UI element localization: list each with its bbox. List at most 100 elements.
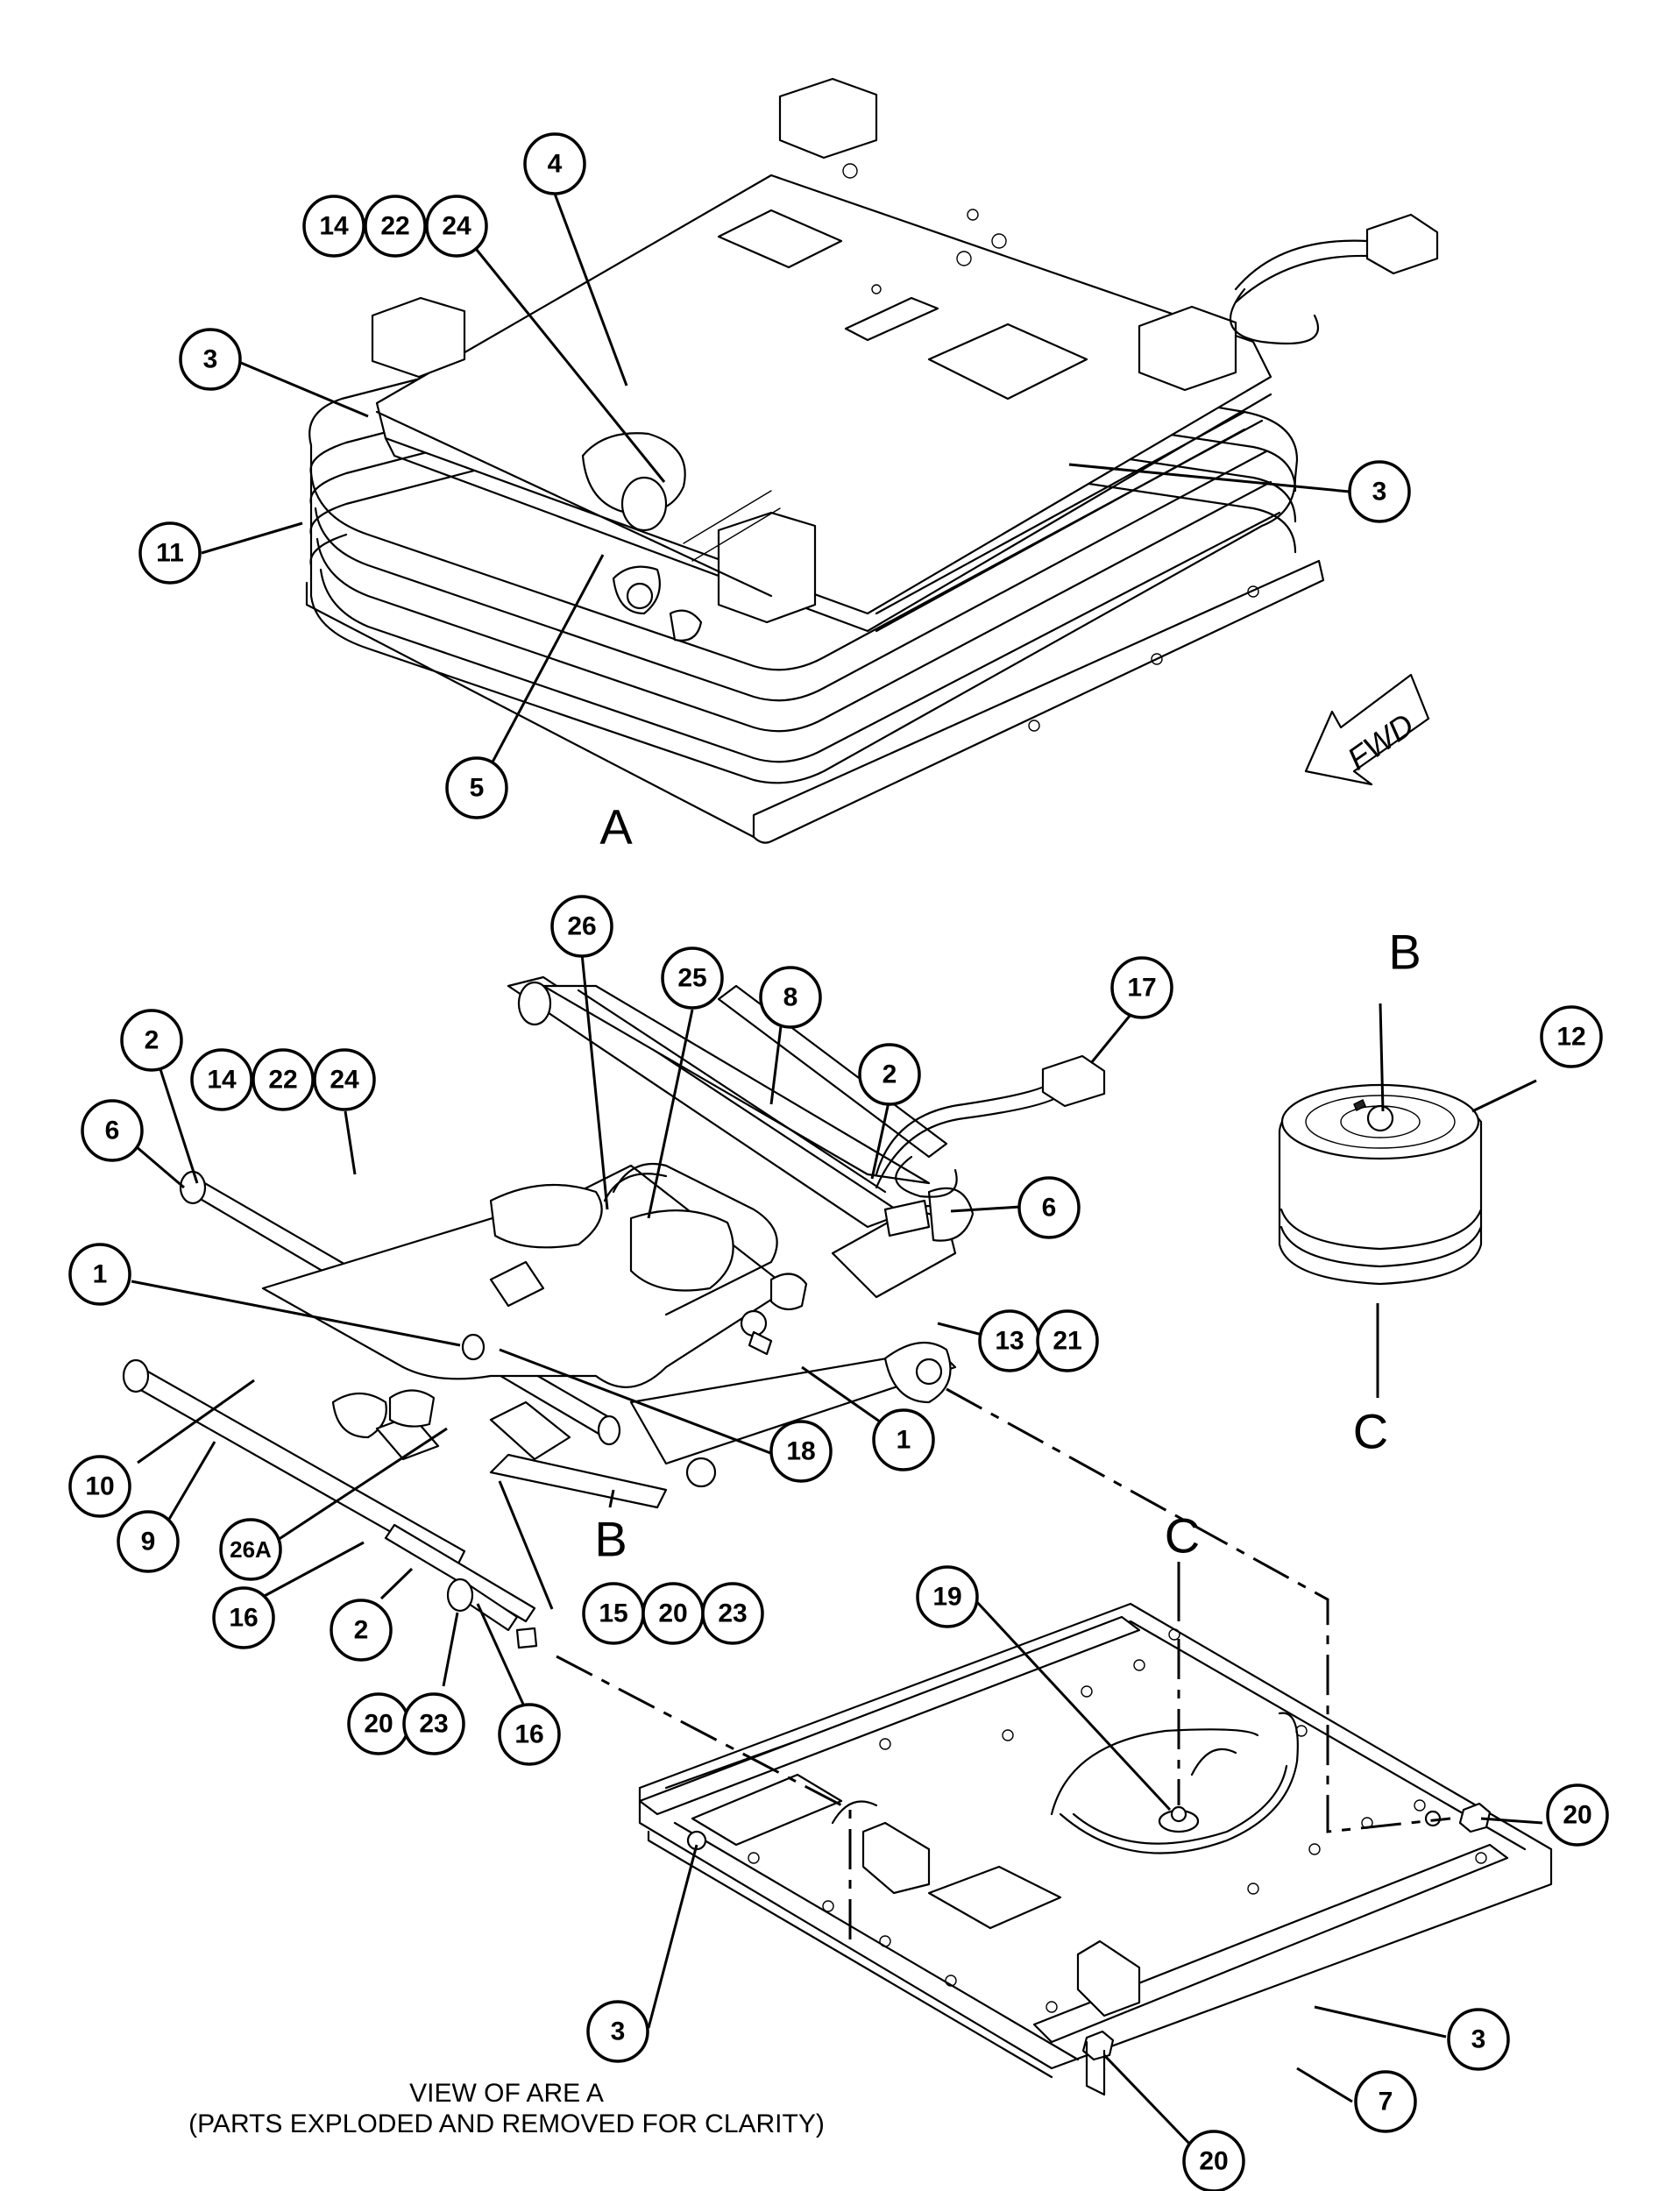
callout-number: 16 — [229, 1604, 258, 1633]
callout-c24a: 24 — [425, 195, 488, 258]
callout-number: 10 — [85, 1472, 114, 1501]
callout-circle — [81, 1099, 144, 1162]
callout-number: 14 — [319, 212, 349, 241]
callout-number: 19 — [932, 1583, 961, 1612]
callout-number: 3 — [203, 345, 218, 374]
callout-circle — [586, 2000, 649, 2063]
callout-number: 16 — [514, 1720, 543, 1749]
callout-number: 7 — [1379, 2088, 1393, 2117]
callout-c17: 17 — [1110, 956, 1173, 1019]
callout-c18: 18 — [769, 1420, 833, 1483]
callout-c7: 7 — [1354, 2070, 1417, 2133]
callout-c15: 15 — [582, 1582, 645, 1645]
callout-circle — [1348, 460, 1411, 523]
view-letter-c-top: C — [1165, 1508, 1200, 1563]
callout-number: 18 — [786, 1437, 815, 1466]
callout-number: 4 — [548, 150, 563, 179]
callout-c23a: 23 — [701, 1582, 764, 1645]
seat-suspension-assembly — [305, 77, 1439, 844]
callout-number: 24 — [442, 212, 471, 241]
callout-circle — [916, 1565, 979, 1628]
callout-c2c: 2 — [330, 1599, 393, 1662]
callout-circle — [1447, 2008, 1510, 2071]
callout-c4: 4 — [523, 132, 586, 195]
callout-c12: 12 — [1540, 1005, 1603, 1068]
callout-number: 3 — [1471, 2025, 1486, 2054]
callout-c20d: 20 — [1182, 2130, 1245, 2191]
callout-c1b: 1 — [872, 1408, 935, 1471]
callout-c11: 11 — [138, 521, 202, 585]
callout-circle — [252, 1048, 315, 1111]
callout-circle — [701, 1582, 764, 1645]
callout-number: 26A — [230, 1536, 272, 1563]
callout-c24b: 24 — [313, 1048, 376, 1111]
callout-c14a: 14 — [302, 195, 365, 258]
callout-c20b: 20 — [347, 1692, 410, 1755]
callout-c16b: 16 — [498, 1703, 561, 1766]
callout-number: 2 — [354, 1616, 369, 1645]
callout-number: 24 — [330, 1066, 359, 1095]
callout-number: 13 — [995, 1327, 1024, 1356]
callout-c3d: 3 — [1447, 2008, 1510, 2071]
view-letter-b-mid: B — [594, 1512, 627, 1567]
callout-circle — [138, 521, 202, 585]
callout-number: 20 — [364, 1710, 393, 1739]
callout-c3a: 3 — [179, 328, 242, 391]
base-plate — [638, 1602, 1553, 2096]
callout-circle — [661, 947, 724, 1010]
callout-circle — [498, 1703, 561, 1766]
callout-circle — [1017, 1176, 1081, 1239]
callout-circle — [313, 1048, 376, 1111]
callout-number: 15 — [599, 1599, 627, 1628]
callout-number: 20 — [658, 1599, 687, 1628]
callout-c1a: 1 — [68, 1243, 131, 1306]
view-letter-c-bottom: C — [1353, 1404, 1388, 1459]
callout-circle — [302, 195, 365, 258]
callout-number: 3 — [611, 2017, 626, 2046]
callout-number: 6 — [105, 1117, 120, 1145]
callout-number: 23 — [419, 1710, 448, 1739]
callout-c8: 8 — [759, 966, 822, 1029]
callout-number: 9 — [141, 1528, 156, 1556]
callout-c20a: 20 — [642, 1582, 705, 1645]
callout-number: 25 — [677, 964, 706, 993]
assembly-line-right — [946, 1387, 1451, 1833]
callout-c13: 13 — [978, 1309, 1041, 1372]
callout-number: 21 — [1053, 1327, 1081, 1356]
callout-number: 22 — [380, 212, 409, 241]
view-letter-a: A — [599, 799, 633, 854]
callout-number: 2 — [883, 1060, 897, 1089]
callout-c6b: 6 — [1017, 1176, 1081, 1239]
callout-number: 3 — [1372, 478, 1387, 507]
callout-circle — [550, 895, 613, 958]
callout-circle — [858, 1043, 921, 1106]
callout-circle — [759, 966, 822, 1029]
view-letter-b-top: B — [1388, 925, 1421, 980]
callout-c3c: 3 — [586, 2000, 649, 2063]
callout-c26: 26 — [550, 895, 613, 958]
callout-c23b: 23 — [402, 1692, 465, 1755]
callout-circle — [769, 1420, 833, 1483]
callout-number: 26 — [567, 912, 596, 941]
air-spring — [1278, 1083, 1483, 1286]
callout-circle — [1546, 1783, 1609, 1847]
callout-number: 2 — [145, 1026, 159, 1055]
callout-c3b: 3 — [1348, 460, 1411, 523]
callout-c25: 25 — [661, 947, 724, 1010]
callout-number: 1 — [93, 1260, 108, 1289]
callout-number: 8 — [783, 983, 798, 1012]
callout-c20c: 20 — [1546, 1783, 1609, 1847]
callout-number: 22 — [268, 1066, 297, 1095]
callout-number: 12 — [1556, 1023, 1585, 1052]
callout-c9: 9 — [117, 1510, 180, 1573]
callout-c10: 10 — [68, 1455, 131, 1518]
callout-number: 5 — [470, 774, 485, 803]
callout-circle — [872, 1408, 935, 1471]
callout-circle — [219, 1518, 282, 1581]
callout-circle — [1354, 2070, 1417, 2133]
callout-circle — [445, 756, 508, 819]
callout-c16a: 16 — [212, 1586, 275, 1649]
callout-circle — [190, 1048, 253, 1111]
